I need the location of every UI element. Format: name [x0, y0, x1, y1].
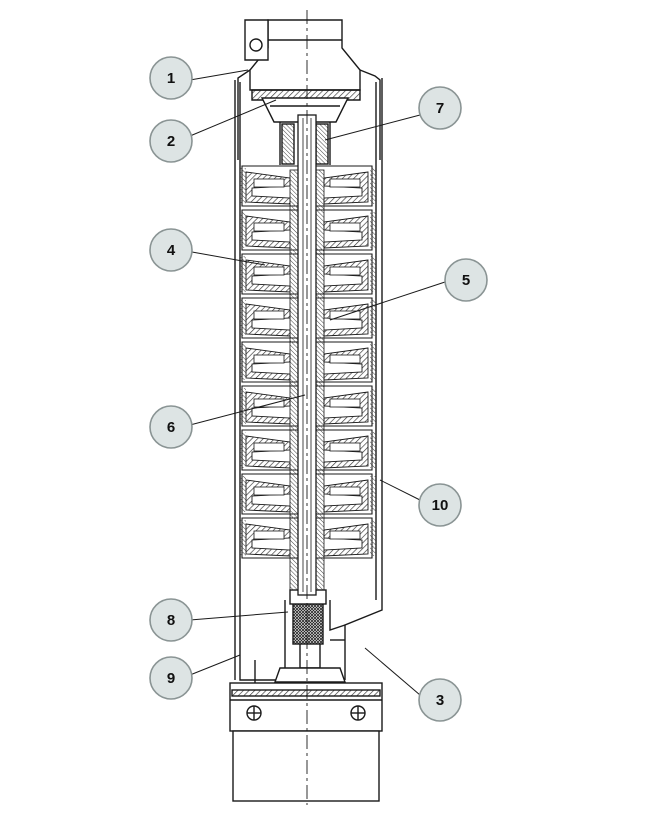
callout-label: 2 [167, 133, 175, 150]
callout-5: 5 [444, 258, 488, 302]
callout-label: 6 [167, 419, 175, 436]
callout-10: 10 [418, 483, 462, 527]
callout-7: 7 [418, 86, 462, 130]
callout-label: 3 [436, 692, 444, 709]
outer-casing [229, 19, 383, 802]
suction-housing [239, 600, 346, 681]
callout-6: 6 [149, 405, 193, 449]
callout-label: 10 [432, 497, 449, 514]
callout-label: 5 [462, 272, 470, 289]
leader-lines [189, 69, 446, 696]
check-valve-housing [260, 97, 350, 123]
motor-adapter [274, 667, 346, 683]
outer-sleeve [234, 78, 383, 680]
lifting-lug [244, 19, 269, 61]
lifting-eye [249, 38, 263, 52]
bolt-left [246, 705, 262, 721]
callout-2: 2 [149, 119, 193, 163]
motor-body [232, 730, 380, 802]
callout-9: 9 [149, 656, 193, 700]
callout-8: 8 [149, 598, 193, 642]
callout-label: 1 [167, 70, 175, 87]
callout-4: 4 [149, 228, 193, 272]
callout-label: 9 [167, 670, 175, 687]
callout-label: 8 [167, 612, 175, 629]
callout-markers: 1 2 3 4 5 6 7 8 9 10 [149, 56, 488, 722]
coupling [292, 603, 324, 645]
callout-1: 1 [149, 56, 193, 100]
callout-label: 4 [167, 242, 176, 259]
bolt-right [350, 705, 366, 721]
callout-3: 3 [418, 678, 462, 722]
callout-label: 7 [436, 100, 444, 117]
